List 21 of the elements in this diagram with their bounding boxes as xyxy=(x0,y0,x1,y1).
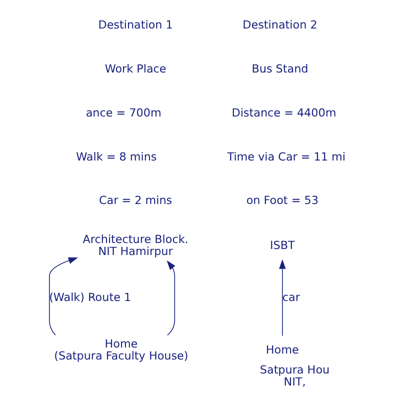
label: Bus Stand xyxy=(252,62,308,76)
label: Car = 2 mins xyxy=(98,194,172,208)
label: ance = 700m xyxy=(86,106,162,120)
label: Work Place xyxy=(104,62,166,76)
edge-label: (Walk) Route 1 xyxy=(49,291,132,304)
label: Destination 1 xyxy=(98,18,173,32)
node-text: Architecture Block. NIT Hamirpur xyxy=(82,232,188,258)
label: Distance = 4400m xyxy=(232,106,336,120)
node-label: Satpura Hou xyxy=(260,364,330,377)
node-label: NIT, xyxy=(284,376,306,389)
node-text: Home (Satpura Faculty House) xyxy=(54,337,188,362)
label: Time via Car = 11 mi xyxy=(227,150,346,164)
label: Walk = 8 mins xyxy=(76,150,157,164)
arrow xyxy=(279,259,286,336)
node-text: Home xyxy=(266,343,299,356)
arrow xyxy=(166,260,176,336)
label: on Foot = 53 xyxy=(246,194,318,208)
label: Destination 2 xyxy=(242,18,318,32)
arrow xyxy=(49,257,78,336)
node-text: ISBT xyxy=(270,238,295,252)
edge-label: car xyxy=(282,291,300,304)
